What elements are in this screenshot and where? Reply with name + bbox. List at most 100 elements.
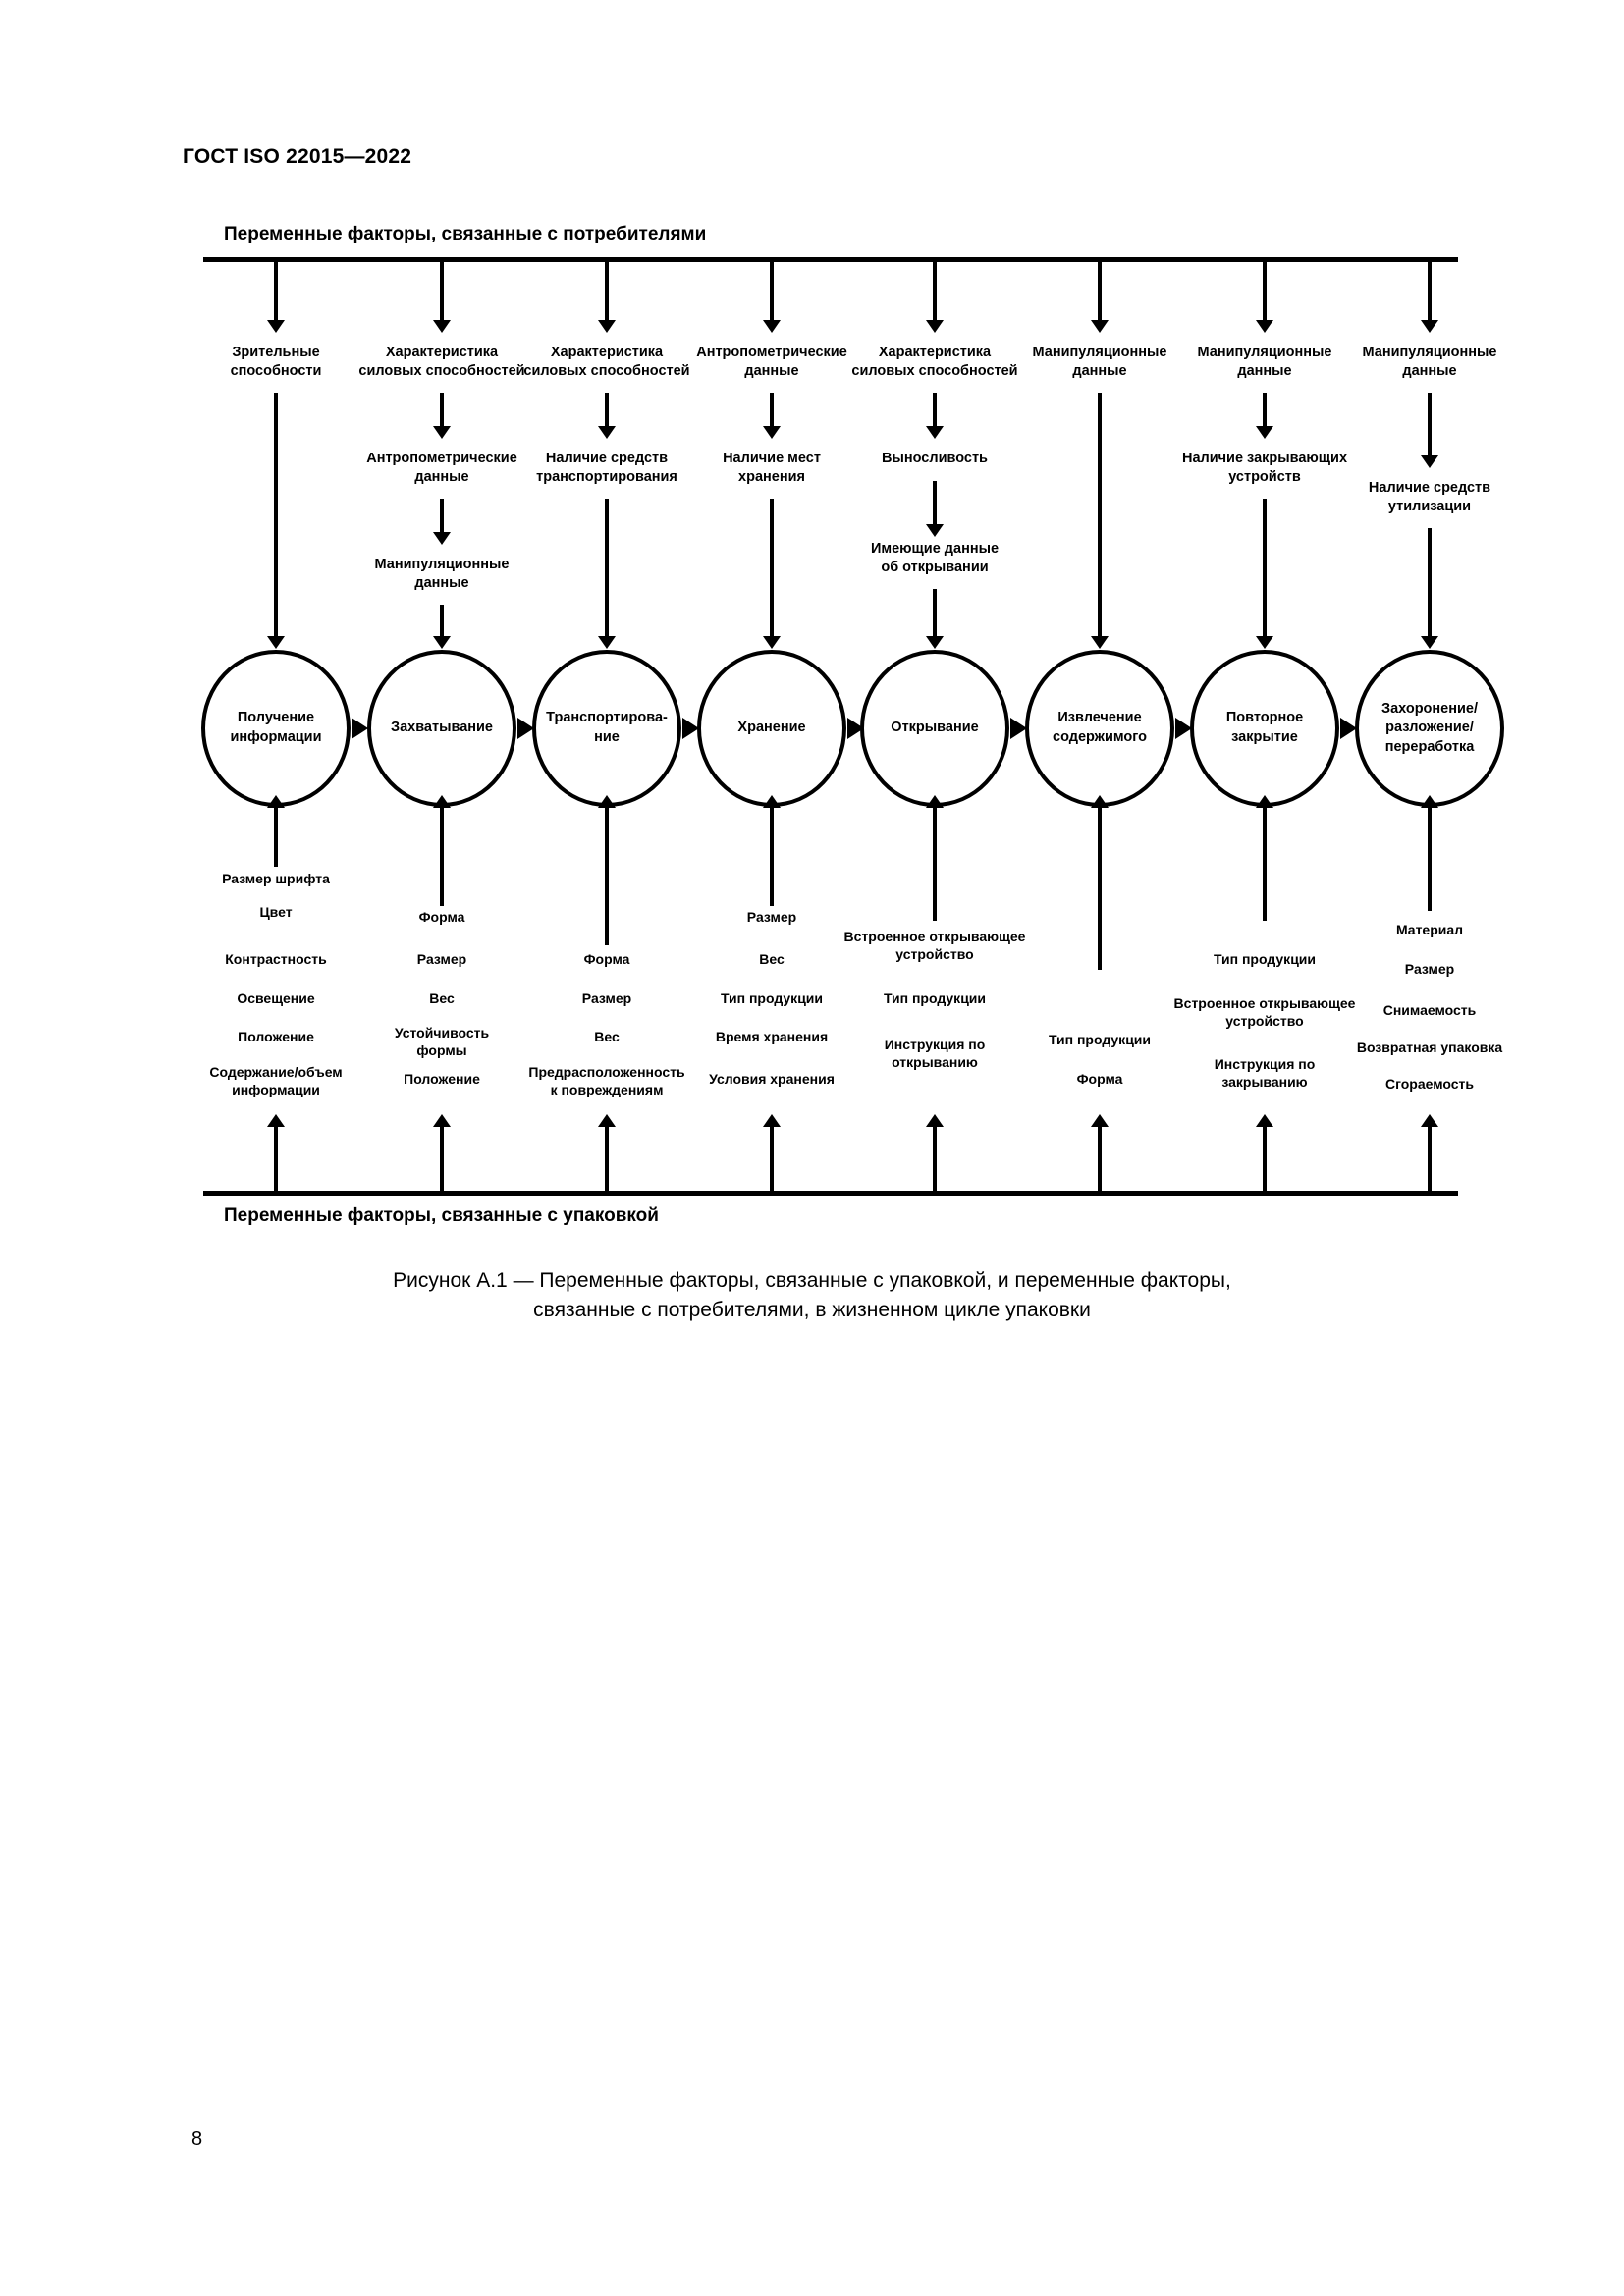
connector-top-c8 bbox=[1428, 257, 1432, 324]
arrow-down-c8-c bbox=[1421, 636, 1438, 649]
connector-c2-to-circle bbox=[440, 605, 444, 640]
package-factor-c6-0: Тип продукции bbox=[1048, 1032, 1152, 1047]
connector-c1-to-circle bbox=[274, 393, 278, 640]
arrow-down-c2-b bbox=[433, 426, 451, 439]
consumer-factor-c7-0: Манипуляционные данные bbox=[1197, 345, 1332, 380]
package-factor-c4-1: Вес bbox=[759, 951, 785, 967]
package-factor-c1-5: Содержание/объем информации bbox=[209, 1064, 343, 1098]
lifecycle-stage-7: Повторное закрытие bbox=[1190, 650, 1339, 807]
arrow-down-c2-a bbox=[433, 320, 451, 333]
connector-c6-rail bbox=[1098, 1127, 1102, 1192]
arrow-right-6-7 bbox=[1175, 718, 1192, 739]
lifecycle-stage-5-label: Открывание bbox=[891, 720, 979, 736]
connector-c8-a bbox=[1428, 393, 1432, 459]
arrow-down-c2-c bbox=[433, 532, 451, 545]
arrow-up-c3 bbox=[598, 795, 616, 808]
consumer-factor-c1-0: Зрительные способности bbox=[230, 345, 322, 380]
arrow-right-7-8 bbox=[1340, 718, 1357, 739]
top-rail-line bbox=[203, 257, 1458, 262]
arrow-up-c1 bbox=[267, 795, 285, 808]
lifecycle-stage-6: Извлечение содержимого bbox=[1025, 650, 1174, 807]
bottom-rail-line bbox=[203, 1191, 1458, 1196]
connector-c7-to-circle bbox=[1263, 499, 1267, 640]
package-factor-c4-0: Размер bbox=[746, 909, 797, 925]
connector-c3-rail bbox=[605, 1127, 609, 1192]
lifecycle-stage-8-label: Захоронение/ разложение/ переработка bbox=[1380, 700, 1478, 755]
arrow-up-c6-bottom bbox=[1091, 1114, 1109, 1127]
package-factor-c2-1: Размер bbox=[416, 951, 467, 967]
package-factor-c1-3: Освещение bbox=[237, 990, 315, 1006]
arrow-down-c7-b bbox=[1256, 426, 1273, 439]
arrow-down-c8-a bbox=[1421, 320, 1438, 333]
arrow-down-c7-a bbox=[1256, 320, 1273, 333]
package-factor-c3-1: Размер bbox=[581, 990, 632, 1006]
consumer-factor-c3-1: Наличие средств транспортирования bbox=[536, 451, 677, 486]
lifecycle-stage-4: Хранение bbox=[697, 650, 846, 807]
connector-top-c5 bbox=[933, 257, 937, 324]
connector-c6-bottom bbox=[1098, 808, 1102, 970]
consumer-factor-c2-1: Антропометрические данные bbox=[366, 451, 517, 486]
package-factor-c8-3: Возвратная упаковка bbox=[1356, 1040, 1503, 1055]
package-factor-c8-2: Снимаемость bbox=[1382, 1002, 1477, 1018]
package-factor-c1-2: Контрастность bbox=[225, 951, 327, 967]
package-factor-c8-0: Материал bbox=[1395, 922, 1464, 937]
arrow-right-3-4 bbox=[682, 718, 699, 739]
connector-c6-to-circle bbox=[1098, 393, 1102, 640]
connector-top-c1 bbox=[274, 257, 278, 324]
package-factor-c2-4: Положение bbox=[404, 1071, 480, 1087]
arrow-down-c3-b bbox=[598, 426, 616, 439]
arrow-down-c5-b bbox=[926, 426, 944, 439]
package-factor-c5-2: Инструкция по открыванию bbox=[884, 1037, 986, 1071]
connector-c2-rail bbox=[440, 1127, 444, 1192]
connector-c5-b bbox=[933, 481, 937, 528]
lifecycle-stage-5: Открывание bbox=[860, 650, 1009, 807]
arrow-down-c1-a bbox=[267, 320, 285, 333]
lifecycle-stage-3: Транспортирова- ние bbox=[532, 650, 681, 807]
document-header: ГОСТ ISO 22015—2022 bbox=[183, 145, 412, 168]
connector-top-c4 bbox=[770, 257, 774, 324]
package-factor-c1-1: Цвет bbox=[259, 904, 293, 920]
lifecycle-stage-3-label: Транспортирова- ние bbox=[546, 710, 668, 745]
connector-c4-a bbox=[770, 393, 774, 430]
arrow-up-c4 bbox=[763, 795, 781, 808]
connector-top-c6 bbox=[1098, 257, 1102, 324]
top-rail-label: Переменные факторы, связанные с потребит… bbox=[224, 224, 707, 244]
arrow-right-1-2 bbox=[352, 718, 368, 739]
lifecycle-stage-8: Захоронение/ разложение/ переработка bbox=[1355, 650, 1504, 807]
consumer-factor-c5-0: Характеристика силовых способностей bbox=[851, 345, 1018, 380]
connector-top-c2 bbox=[440, 257, 444, 324]
connector-c5-rail bbox=[933, 1127, 937, 1192]
connector-c4-to-circle bbox=[770, 499, 774, 640]
connector-c5-a bbox=[933, 393, 937, 430]
connector-c4-bottom bbox=[770, 808, 774, 906]
connector-c8-rail bbox=[1428, 1127, 1432, 1192]
connector-c1-bottom bbox=[274, 808, 278, 867]
connector-c1-rail bbox=[274, 1127, 278, 1192]
package-factor-c4-2: Тип продукции bbox=[720, 990, 824, 1006]
connector-c2-a bbox=[440, 393, 444, 430]
lifecycle-stage-4-label: Хранение bbox=[737, 720, 806, 736]
consumer-factor-c4-1: Наличие мест хранения bbox=[723, 451, 821, 486]
package-factor-c4-3: Время хранения bbox=[715, 1029, 829, 1044]
connector-c7-bottom bbox=[1263, 808, 1267, 921]
lifecycle-stage-2-label: Захватывание bbox=[390, 720, 493, 736]
connector-c5-to-circle bbox=[933, 589, 937, 640]
package-factor-c2-0: Форма bbox=[418, 909, 465, 925]
arrow-up-c2 bbox=[433, 795, 451, 808]
package-factor-c1-4: Положение bbox=[238, 1029, 314, 1044]
arrow-down-c6-a bbox=[1091, 320, 1109, 333]
package-factor-c7-2: Инструкция по закрыванию bbox=[1214, 1056, 1316, 1091]
connector-c4-rail bbox=[770, 1127, 774, 1192]
package-factor-c5-1: Тип продукции bbox=[883, 990, 987, 1006]
arrow-down-c3-c bbox=[598, 636, 616, 649]
consumer-factor-c3-0: Характеристика силовых способностей bbox=[523, 345, 690, 380]
bottom-rail-label: Переменные факторы, связанные с упаковко… bbox=[224, 1205, 659, 1226]
consumer-factor-c5-2: Имеющие данные об открывании bbox=[870, 541, 1000, 576]
arrow-right-4-5 bbox=[847, 718, 864, 739]
figure-caption: Рисунок А.1 — Переменные факторы, связан… bbox=[393, 1269, 1231, 1322]
package-factor-c6-1: Форма bbox=[1076, 1071, 1123, 1087]
arrow-down-c7-c bbox=[1256, 636, 1273, 649]
package-factor-c2-3: Устойчивость формы bbox=[394, 1025, 490, 1059]
arrow-down-c3-a bbox=[598, 320, 616, 333]
